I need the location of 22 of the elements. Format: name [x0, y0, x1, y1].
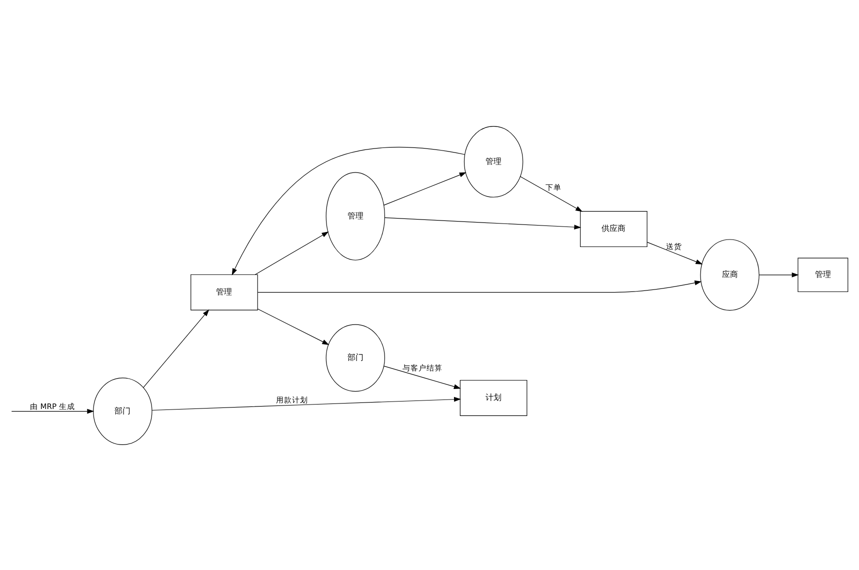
arrow	[232, 146, 465, 275]
node-ellipse: 管理	[464, 126, 524, 197]
arrow	[758, 272, 799, 277]
arrow	[11, 408, 94, 414]
arrow	[384, 216, 582, 230]
node-ellipse: 管理	[326, 172, 386, 260]
arrow	[520, 176, 583, 212]
arrow	[143, 308, 210, 388]
node-ellipse: 部门	[93, 377, 152, 444]
arrow	[646, 241, 703, 264]
arrow	[254, 231, 329, 274]
node-box: 供应商	[580, 210, 648, 247]
arrow	[152, 396, 462, 410]
arrow	[257, 280, 702, 292]
node-ellipse: 部门	[326, 324, 386, 392]
arrow	[384, 172, 466, 205]
arrow	[257, 308, 330, 344]
node-ellipse: 应商	[700, 238, 760, 310]
node-box: 计划	[460, 379, 528, 416]
node-box: 管理	[798, 257, 848, 292]
node-box: 管理	[190, 274, 258, 310]
arrow	[384, 365, 461, 388]
